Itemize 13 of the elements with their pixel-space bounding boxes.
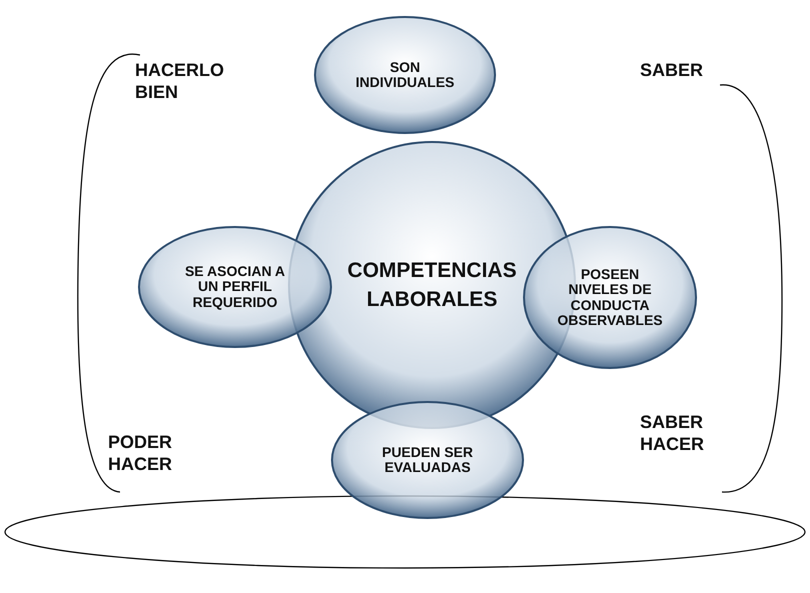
topic-ellipse	[522, 225, 698, 370]
side-label: SABER	[640, 60, 704, 82]
side-label: SABER HACER	[640, 412, 706, 456]
side-label: HACERLO BIEN	[135, 60, 225, 104]
node-text: POSEEN NIVELES DE CONDUCTA OBSERVABLES	[556, 266, 664, 328]
topic-ellipse	[137, 225, 333, 349]
node-text: COMPETENCIAS LABORALES	[347, 258, 517, 313]
side-label: PODER HACER	[108, 432, 174, 476]
topic-ellipse	[313, 15, 497, 135]
node-text: SON INDIVIDUALES	[354, 60, 456, 90]
node-text: PUEDEN SER EVALUADAS	[380, 444, 474, 476]
node-text: SE ASOCIAN A UN PERFIL REQUERIDO	[184, 264, 286, 310]
topic-ellipse	[330, 400, 525, 520]
